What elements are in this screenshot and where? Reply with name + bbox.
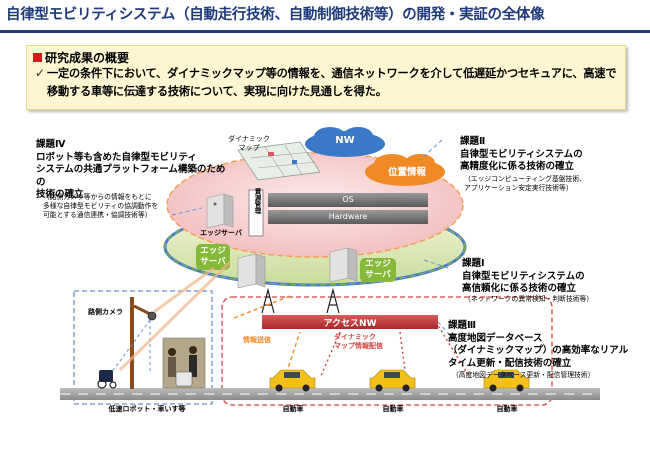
task3-subtitle: （高度地図データベース更新・配信管理技術） <box>452 371 595 379</box>
roadside-camera-label: 路側カメラ <box>88 308 123 316</box>
task2-subtitle: （エッジコンピューティング基盤技術、 アプリケーション安定実行技術等） <box>464 175 586 192</box>
access-nw-label: アクセスNW <box>323 319 377 329</box>
resource-management-label: 資源管理 <box>253 188 261 214</box>
edge-server-left-icon <box>237 253 266 289</box>
summary-heading: 研究成果の概要 <box>33 49 129 66</box>
title-underline <box>0 30 650 33</box>
summary-heading-text: 研究成果の概要 <box>45 51 130 65</box>
edge-server-right-icon <box>329 247 358 283</box>
antenna-icon <box>261 287 275 314</box>
antenna-icon <box>326 287 340 314</box>
edge-server-label: エッジサーバ <box>200 229 242 237</box>
dynamic-map-image <box>237 141 321 181</box>
info-transmit-label: 情報送信 <box>243 336 271 344</box>
wheelchair-icon <box>97 370 117 389</box>
nw-cloud <box>305 127 385 157</box>
car-label: 自動車 <box>282 405 304 413</box>
edge-server-left-text: エッジ サーバ <box>200 246 226 267</box>
car-icon <box>483 369 530 392</box>
position-info-cloud <box>365 154 445 186</box>
task1-subtitle: （ネットワークの異常検知・判断技術等） <box>464 295 594 303</box>
camera-view-lines <box>111 319 151 373</box>
task2-title: 課題Ⅱ 自律型モビリティシステムの 高精度化に係る技術の確立 <box>460 136 583 172</box>
edge-server-icon <box>206 193 234 229</box>
dynamic-map-label: ダイナミック マップ <box>228 135 270 152</box>
vehicle-region-box <box>221 296 553 406</box>
checkmark-icon: ✓ <box>35 66 46 80</box>
edge-server-right-text: エッジ サーバ <box>365 259 391 280</box>
edge-server-left-tag <box>196 244 230 270</box>
task1-title: 課題Ⅰ 自律型モビリティシステムの 高信頼化に係る技術の確立 <box>462 258 585 294</box>
car-icon <box>269 369 316 392</box>
task-leader-lines <box>171 139 451 336</box>
car-icon <box>369 369 416 392</box>
os-layer <box>268 193 428 207</box>
nw-label: NW <box>335 135 355 146</box>
red-square-icon <box>33 53 42 62</box>
hardware-label: Hardware <box>328 212 368 221</box>
position-info-label: 位置情報 <box>387 167 426 178</box>
hardware-layer <box>268 210 428 224</box>
map-delivery-arrows <box>319 321 471 379</box>
summary-text: 一定の条件下において、ダイナミックマップ等の情報を、通信ネットワークを介して低遅… <box>47 67 617 98</box>
camera-uplink-beams <box>118 260 232 372</box>
robot-region-box <box>73 290 213 405</box>
task3-title: 課題Ⅲ 高度地図データベース （ダイナミックマップ）の高効率なリアル タイム更新… <box>448 320 629 369</box>
roadside-camera <box>130 297 157 389</box>
task4-subtitle: （路側カメラ等からの情報をもとに 多様な自律型モビリティの協調動作を 可能とする… <box>43 193 159 219</box>
robot-photo <box>162 337 206 389</box>
edge-server-right-tag <box>360 258 396 282</box>
car-label: 自動車 <box>496 405 518 413</box>
robot-wheelchair-label: 低速ロボット・車いす等 <box>108 405 186 413</box>
page-title: 自律型モビリティシステム（自動走行技術、自動制御技術等）の開発・実証の全体像 <box>6 7 545 23</box>
summary-box: 研究成果の概要 ✓ 一定の条件下において、ダイナミックマップ等の情報を、通信ネッ… <box>26 45 626 110</box>
resource-management-bar <box>248 189 264 237</box>
car-label: 自動車 <box>382 405 404 413</box>
task4-title: 課題Ⅳ ロボット等も含めた自律型モビリティ システムの共通プラットフォーム構築の… <box>36 139 226 200</box>
access-nw-bar <box>262 315 438 329</box>
os-label: OS <box>342 195 354 204</box>
map-delivery-label: ダイナミック マップ情報配信 <box>334 333 383 350</box>
